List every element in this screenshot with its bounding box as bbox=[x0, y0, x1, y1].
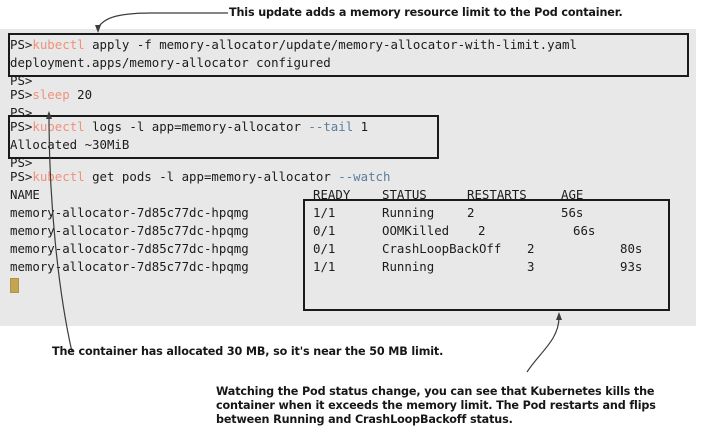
cell-age: 93s bbox=[620, 259, 643, 274]
command-args: logs -l app=memory-allocator bbox=[84, 119, 309, 134]
cell-ready: 0/1 bbox=[313, 223, 336, 238]
cell-status: OOMKilled bbox=[382, 223, 450, 238]
table-header-ready: READY bbox=[313, 187, 351, 202]
annotation-top: This update adds a memory resource limit… bbox=[229, 6, 623, 19]
prompt: PS> bbox=[10, 37, 33, 52]
leader-top bbox=[97, 12, 228, 29]
table-header-age: AGE bbox=[561, 187, 584, 202]
terminal-line-3: PS> bbox=[10, 74, 32, 88]
command-args: 20 bbox=[69, 87, 93, 102]
output-text: deployment.apps/memory-allocator configu… bbox=[10, 55, 331, 70]
command-keyword: kubectl bbox=[32, 37, 85, 52]
cell-age: 66s bbox=[573, 223, 596, 238]
terminal-line-8: PS> bbox=[10, 156, 32, 170]
prompt: PS> bbox=[10, 87, 33, 102]
annotation-bottom-line1: Watching the Pod status change, you can … bbox=[216, 385, 655, 398]
highlight-box-logs bbox=[8, 115, 439, 159]
prompt: PS> bbox=[10, 119, 33, 134]
highlight-box-status bbox=[303, 199, 670, 311]
highlight-box-apply bbox=[8, 33, 689, 77]
terminal-line-4: PS>sleep 20 bbox=[10, 88, 92, 102]
cell-status: Running bbox=[382, 205, 435, 220]
terminal-line-2: deployment.apps/memory-allocator configu… bbox=[10, 56, 331, 70]
command-flag-value: 1 bbox=[353, 119, 369, 134]
cell-restarts: 2 bbox=[478, 223, 486, 238]
cell-age: 80s bbox=[620, 241, 643, 256]
terminal-line-1: PS>kubectl apply -f memory-allocator/upd… bbox=[10, 38, 577, 52]
annotation-bottom-line3: between Running and CrashLoopBackoff sta… bbox=[216, 413, 513, 426]
table-header-status: STATUS bbox=[382, 187, 427, 202]
cell-ready: 1/1 bbox=[313, 259, 336, 274]
command-flag: --tail bbox=[308, 119, 354, 134]
prompt: PS> bbox=[10, 73, 33, 88]
table-row-name: memory-allocator-7d85c77dc-hpqmg bbox=[10, 259, 249, 274]
terminal-line-9: PS>kubectl get pods -l app=memory-alloca… bbox=[10, 170, 390, 184]
table-header-name: NAME bbox=[10, 187, 40, 202]
terminal-cursor bbox=[10, 278, 19, 293]
command-keyword: sleep bbox=[32, 87, 70, 102]
command-keyword: kubectl bbox=[32, 169, 85, 184]
annotation-left: The container has allocated 30 MB, so it… bbox=[52, 345, 444, 358]
table-row-name: memory-allocator-7d85c77dc-hpqmg bbox=[10, 223, 249, 238]
cell-status: CrashLoopBackOff bbox=[382, 241, 502, 256]
cell-restarts: 2 bbox=[467, 205, 475, 220]
table-row-name: memory-allocator-7d85c77dc-hpqmg bbox=[10, 241, 249, 256]
command-args: apply -f memory-allocator/update/memory-… bbox=[84, 37, 577, 52]
table-row-name: memory-allocator-7d85c77dc-hpqmg bbox=[10, 205, 249, 220]
cell-ready: 1/1 bbox=[313, 205, 336, 220]
prompt: PS> bbox=[10, 169, 33, 184]
command-args: get pods -l app=memory-allocator bbox=[84, 169, 339, 184]
cell-age: 56s bbox=[561, 205, 584, 220]
table-header-restarts: RESTARTS bbox=[467, 187, 527, 202]
annotation-bottom-line2: container when it exceeds the memory lim… bbox=[216, 399, 656, 412]
cell-restarts: 3 bbox=[527, 259, 535, 274]
prompt: PS> bbox=[10, 155, 33, 170]
cell-status: Running bbox=[382, 259, 435, 274]
cell-restarts: 2 bbox=[527, 241, 535, 256]
cell-ready: 0/1 bbox=[313, 241, 336, 256]
command-flag: --watch bbox=[338, 169, 391, 184]
